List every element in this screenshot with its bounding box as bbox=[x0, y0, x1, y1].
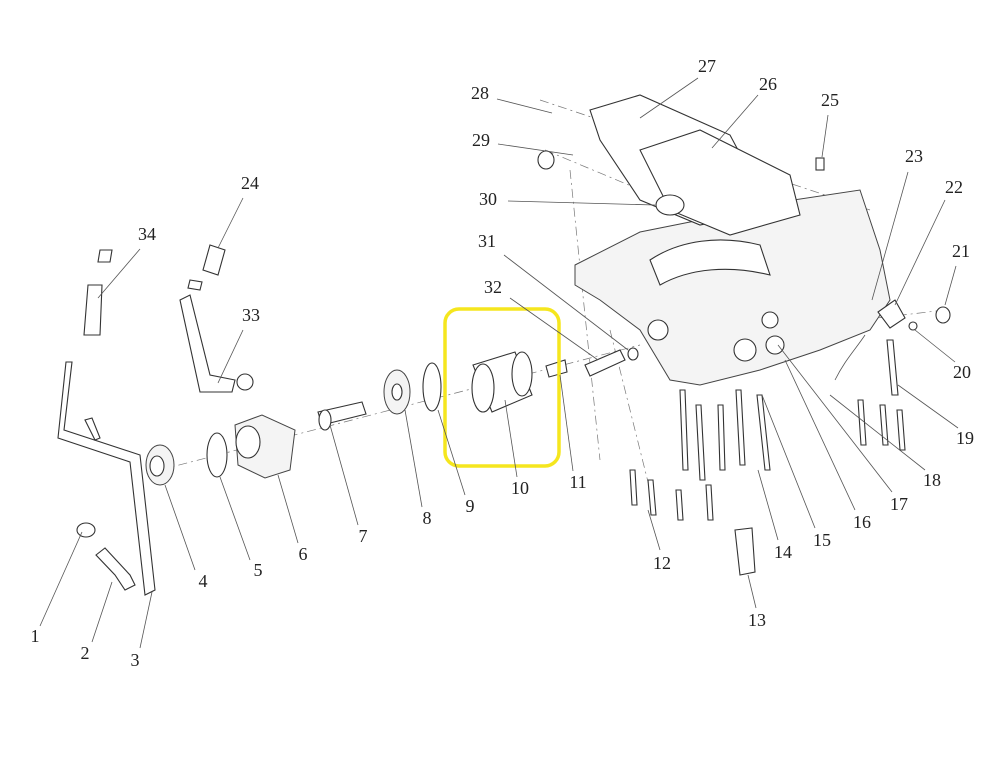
leader-line-16 bbox=[784, 359, 856, 511]
callout-16: 16 bbox=[853, 512, 871, 532]
callout-34: 34 bbox=[138, 224, 156, 244]
leader-line-21 bbox=[944, 265, 957, 306]
leader-line-8 bbox=[404, 409, 423, 508]
callout-30: 30 bbox=[479, 189, 497, 209]
small-nut bbox=[908, 321, 918, 331]
plug bbox=[935, 306, 951, 324]
hose bbox=[95, 547, 136, 591]
leader-line-22 bbox=[894, 199, 946, 306]
callout-2: 2 bbox=[81, 643, 90, 663]
callout-3: 3 bbox=[131, 650, 140, 670]
leader-line-9 bbox=[437, 409, 466, 496]
nipple bbox=[545, 359, 568, 378]
callout-23: 23 bbox=[905, 146, 923, 166]
callout-29: 29 bbox=[472, 130, 490, 150]
leader-line-29 bbox=[497, 143, 574, 156]
leader-line-15 bbox=[761, 394, 816, 529]
leader-line-10 bbox=[504, 399, 518, 478]
callout-4: 4 bbox=[199, 571, 208, 591]
leader-line-27 bbox=[639, 77, 699, 119]
callout-1: 1 bbox=[31, 626, 40, 646]
leader-line-26 bbox=[711, 94, 759, 149]
leader-line-25 bbox=[821, 114, 829, 158]
leader-line-20 bbox=[914, 329, 956, 363]
o-ring bbox=[206, 432, 228, 478]
cover bbox=[639, 129, 801, 236]
callout-20: 20 bbox=[953, 362, 971, 382]
leader-line-18 bbox=[829, 394, 926, 471]
callout-24: 24 bbox=[241, 173, 259, 193]
callout-7: 7 bbox=[359, 526, 368, 546]
callout-21: 21 bbox=[952, 241, 970, 261]
callout-26: 26 bbox=[759, 74, 777, 94]
leader-line-32 bbox=[509, 297, 599, 361]
leader-line-6 bbox=[277, 474, 299, 544]
leader-line-28 bbox=[496, 98, 553, 114]
leader-line-5 bbox=[219, 476, 251, 561]
callout-5: 5 bbox=[254, 560, 263, 580]
pin bbox=[815, 157, 825, 171]
oil-pipe bbox=[57, 361, 156, 596]
hose-33 bbox=[179, 294, 236, 393]
callout-32: 32 bbox=[484, 277, 502, 297]
callout-14: 14 bbox=[774, 542, 792, 562]
pressure-valve bbox=[584, 349, 626, 377]
callout-10: 10 bbox=[511, 478, 529, 498]
nut bbox=[76, 522, 96, 538]
leader-line-4 bbox=[164, 484, 196, 571]
callout-31: 31 bbox=[478, 231, 496, 251]
leader-line-1 bbox=[39, 531, 83, 627]
pressure-switch bbox=[734, 527, 756, 576]
sleeve-34 bbox=[83, 284, 103, 336]
callout-33: 33 bbox=[242, 305, 260, 325]
callout-15: 15 bbox=[813, 530, 831, 550]
callout-28: 28 bbox=[471, 83, 489, 103]
dowel bbox=[537, 150, 555, 170]
bolts bbox=[629, 339, 906, 521]
sleeve-24 bbox=[202, 244, 226, 276]
leader-line-31 bbox=[503, 254, 629, 351]
leader-line-33 bbox=[217, 329, 244, 384]
washer bbox=[627, 347, 639, 361]
seal-ring bbox=[422, 362, 442, 412]
leader-line-14 bbox=[757, 469, 779, 541]
callout-6: 6 bbox=[299, 544, 308, 564]
leader-line-30 bbox=[507, 200, 656, 206]
leader-line-3 bbox=[139, 591, 153, 649]
callout-18: 18 bbox=[923, 470, 941, 490]
callout-9: 9 bbox=[466, 496, 475, 516]
leader-line-23 bbox=[871, 171, 909, 301]
callout-11: 11 bbox=[569, 472, 586, 492]
parts bbox=[57, 94, 951, 596]
leader-line-34 bbox=[97, 248, 141, 299]
leader-line-11 bbox=[559, 374, 574, 472]
clamp bbox=[236, 373, 254, 391]
callout-25: 25 bbox=[821, 90, 839, 110]
leader-line-17 bbox=[777, 344, 893, 493]
leader-lines bbox=[39, 77, 959, 649]
callout-19: 19 bbox=[956, 428, 974, 448]
leader-line-24 bbox=[217, 197, 244, 249]
leader-line-13 bbox=[747, 574, 757, 609]
highlight-box bbox=[443, 307, 561, 468]
bearing-shell bbox=[655, 194, 685, 216]
callout-12: 12 bbox=[653, 553, 671, 573]
callout-8: 8 bbox=[423, 508, 432, 528]
leader-line-2 bbox=[91, 581, 113, 643]
sensor bbox=[877, 299, 906, 329]
leader-line-12 bbox=[647, 509, 661, 551]
callout-17: 17 bbox=[890, 494, 908, 514]
leader-line-19 bbox=[897, 384, 959, 429]
oil-filter bbox=[471, 351, 533, 413]
callout-27: 27 bbox=[698, 56, 716, 76]
callout-13: 13 bbox=[748, 610, 766, 630]
callout-22: 22 bbox=[945, 177, 963, 197]
leader-line-7 bbox=[329, 424, 359, 526]
